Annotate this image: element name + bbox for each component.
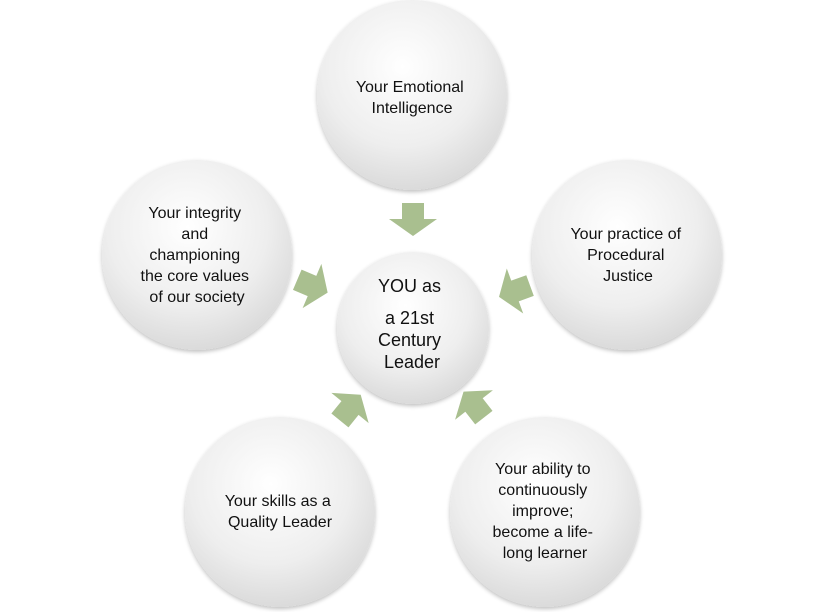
node-continuous-improvement: Your ability to continuously improve; be… — [450, 417, 640, 607]
arrow-down-icon — [389, 203, 437, 236]
node-label: Your ability to continuously improve; be… — [493, 461, 598, 562]
node-label: Your practice of Procedural Justice — [570, 226, 685, 285]
arrow-left-icon — [490, 262, 539, 320]
node-label: Your skills as a Quality Leader — [225, 493, 336, 531]
node-label: Your integrity and championing the core … — [141, 205, 254, 306]
node-label: Your Emotional Intelligence — [356, 79, 468, 117]
node-procedural-justice: Your practice of Procedural Justice — [532, 160, 722, 350]
node-quality-leader: Your skills as a Quality Leader — [185, 417, 375, 607]
arrow-right-icon — [287, 257, 338, 315]
center-node: YOU as a 21st Century Leader — [337, 252, 489, 404]
center-label: YOU as a 21st Century Leader — [378, 276, 446, 372]
node-emotional-intelligence: Your Emotional Intelligence — [317, 0, 507, 190]
node-integrity: Your integrity and championing the core … — [102, 160, 292, 350]
